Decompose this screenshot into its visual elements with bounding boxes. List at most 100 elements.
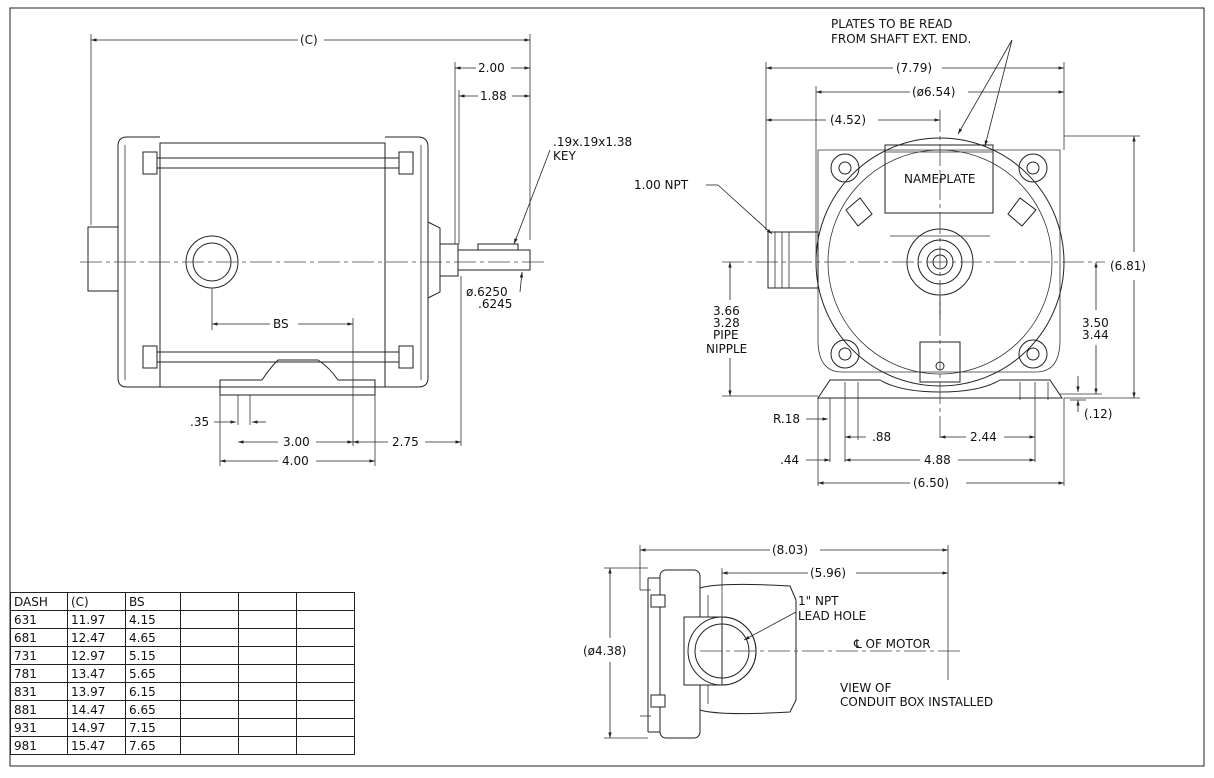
dim-088: .88 (872, 430, 891, 444)
dim-shaft-200: 2.00 (478, 61, 505, 75)
dim-452: (4.52) (830, 113, 866, 127)
cell-c: 12.97 (67, 646, 126, 665)
empty-cell (238, 646, 297, 665)
empty-cell (180, 664, 239, 683)
dim-803: (8.03) (772, 543, 808, 557)
empty-col (296, 592, 355, 611)
shaft-dia-2: .6245 (478, 297, 512, 311)
dim-275: 2.75 (392, 435, 419, 449)
dim-681: (6.81) (1110, 259, 1146, 273)
nipple-pipe: PIPE (713, 328, 739, 342)
empty-cell (180, 700, 239, 719)
plates-note-line1: PLATES TO BE READ (831, 17, 952, 31)
dim-044: .44 (780, 453, 799, 467)
empty-cell (238, 736, 297, 755)
dim-r18: R.18 (773, 412, 800, 426)
empty-cell (238, 664, 297, 683)
empty-cell (296, 628, 355, 647)
nipple-328: 3.28 (713, 316, 740, 330)
empty-cell (180, 610, 239, 629)
empty-cell (296, 700, 355, 719)
dim-350: 3.50 (1082, 316, 1109, 330)
cell-dash: 781 (10, 664, 68, 683)
empty-cell (296, 646, 355, 665)
empty-cell (180, 718, 239, 737)
dim-344: 3.44 (1082, 328, 1109, 342)
table-header-row: DASH (C) BS (10, 592, 355, 611)
empty-cell (296, 718, 355, 737)
dim-244: 2.44 (970, 430, 997, 444)
dim-596: (5.96) (810, 566, 846, 580)
key-size: .19x.19x1.38 (553, 135, 632, 149)
cell-c: 14.97 (67, 718, 126, 737)
dim-035: .35 (190, 415, 209, 429)
key-label: KEY (553, 149, 576, 163)
empty-cell (238, 628, 297, 647)
empty-cell (296, 736, 355, 755)
cell-bs: 5.65 (125, 664, 181, 683)
dim-438: (ø4.38) (583, 644, 626, 658)
cell-dash: 981 (10, 736, 68, 755)
dim-shaft-188: 1.88 (480, 89, 507, 103)
cell-c: 13.97 (67, 682, 126, 701)
cell-c: 14.47 (67, 700, 126, 719)
nipple-366: 3.66 (713, 304, 740, 318)
cell-c: 15.47 (67, 736, 126, 755)
dim-300: 3.00 (283, 435, 310, 449)
empty-cell (296, 682, 355, 701)
end-view: NAMEPLATE PLATES TO BE READ FROM SHAFT E… (634, 17, 1146, 490)
empty-cell (180, 646, 239, 665)
cell-c: 11.97 (67, 610, 126, 629)
side-view: (C) 2.00 1.88 .19x.19x1.38 KEY ø.6250 .6… (80, 33, 632, 468)
dim-bs: BS (273, 317, 289, 331)
empty-col (238, 592, 297, 611)
empty-cell (180, 736, 239, 755)
dim-400: 4.00 (282, 454, 309, 468)
empty-cell (238, 682, 297, 701)
empty-cell (296, 610, 355, 629)
dim-650: (6.50) (913, 476, 949, 490)
cell-dash: 931 (10, 718, 68, 737)
plates-note-line2: FROM SHAFT EXT. END. (831, 32, 971, 46)
empty-cell (238, 700, 297, 719)
cell-bs: 7.65 (125, 736, 181, 755)
dim-012: (.12) (1084, 407, 1112, 421)
cell-bs: 5.15 (125, 646, 181, 665)
empty-cell (238, 718, 297, 737)
cell-c: 12.47 (67, 628, 126, 647)
cell-dash: 881 (10, 700, 68, 719)
conduit-view: (8.03) (5.96) (ø4.38) 1" NPT LEAD HOLE ℄… (583, 543, 993, 739)
cell-bs: 6.65 (125, 700, 181, 719)
empty-col (180, 592, 239, 611)
dim-488: 4.88 (924, 453, 951, 467)
nipple-label: NIPPLE (706, 342, 747, 356)
cell-dash: 731 (10, 646, 68, 665)
cell-dash: 681 (10, 628, 68, 647)
empty-cell (238, 610, 297, 629)
col-header-c: (C) (67, 592, 126, 611)
motor-centerline-label: ℄ OF MOTOR (853, 637, 931, 651)
col-header-dash: DASH (10, 592, 68, 611)
view-caption-line2: CONDUIT BOX INSTALLED (840, 695, 993, 709)
cell-bs: 4.15 (125, 610, 181, 629)
cell-bs: 7.15 (125, 718, 181, 737)
shaft-dia-1: ø.6250 (466, 285, 508, 299)
cell-bs: 4.65 (125, 628, 181, 647)
drawing-border (9, 7, 1205, 767)
dim-779: (7.79) (896, 61, 932, 75)
cell-dash: 831 (10, 682, 68, 701)
empty-cell (296, 664, 355, 683)
cell-dash: 631 (10, 610, 68, 629)
dim-c: (C) (300, 33, 318, 47)
col-header-bs: BS (125, 592, 181, 611)
empty-cell (180, 682, 239, 701)
